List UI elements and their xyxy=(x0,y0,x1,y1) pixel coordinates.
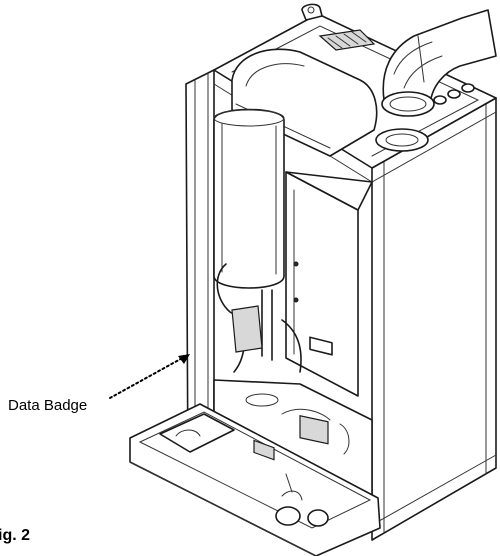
pipework xyxy=(216,263,302,373)
heat-exchanger-cylinder xyxy=(213,108,285,289)
front-tray xyxy=(129,403,381,556)
data-badge-arrow xyxy=(109,354,190,399)
flue-elbow xyxy=(381,9,497,117)
top-sockets xyxy=(433,83,475,105)
data-badge-label: Data Badge xyxy=(8,397,88,414)
control-box xyxy=(285,171,373,397)
top-grille xyxy=(318,29,376,51)
flue-outlet xyxy=(375,128,429,152)
right-case-panel xyxy=(371,97,497,541)
figure-caption: ig. 2 xyxy=(0,527,31,544)
